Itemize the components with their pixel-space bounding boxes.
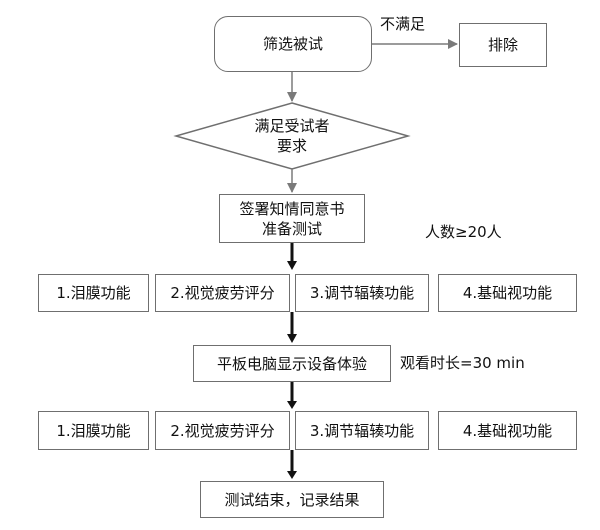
consent-line-2: 准备测试 — [261, 219, 322, 238]
decision-line-1: 满足受试者 — [254, 117, 330, 135]
test-label-before-4: 4.基础视功能 — [462, 284, 553, 302]
test-box-before-3: 3.调节辐辏功能 — [295, 274, 429, 312]
thick-connector-3 — [290, 382, 294, 402]
thick-arrowhead-3 — [287, 401, 297, 409]
decision-line-2: 要求 — [276, 137, 307, 155]
decision-text: 满足受试者 要求 — [222, 116, 362, 156]
consent-line-1: 签署知情同意书 — [239, 199, 345, 218]
thick-connector-1 — [290, 243, 294, 261]
end-label: 测试结束，记录结果 — [224, 490, 360, 509]
start-box: 筛选被试 — [214, 16, 372, 72]
thick-arrowhead-1 — [287, 261, 297, 270]
experience-label: 平板电脑显示设备体验 — [216, 354, 367, 373]
exclude-label: 排除 — [487, 36, 518, 54]
test-label-after-1: 1.泪膜功能 — [56, 421, 131, 440]
thick-arrowhead-4 — [287, 471, 297, 479]
test-label-after-2: 2.视觉疲劳评分 — [170, 421, 275, 440]
exclude-condition-label: 不满足 — [380, 15, 426, 33]
start-label: 筛选被试 — [262, 35, 323, 53]
test-box-after-3: 3.调节辐辏功能 — [295, 411, 429, 450]
participant-count-note: 人数≥20人 — [425, 223, 502, 241]
thick-arrowhead-2 — [287, 334, 297, 343]
thick-connector-2 — [290, 312, 294, 334]
test-label-before-3: 3.调节辐辏功能 — [309, 284, 415, 302]
test-box-after-2: 2.视觉疲劳评分 — [155, 411, 290, 450]
exclude-box: 排除 — [459, 23, 547, 67]
consent-box: 签署知情同意书 准备测试 — [219, 194, 365, 243]
test-label-after-4: 4.基础视功能 — [462, 421, 553, 440]
test-label-before-1: 1.泪膜功能 — [56, 284, 131, 302]
test-box-before-4: 4.基础视功能 — [438, 274, 577, 312]
experience-box: 平板电脑显示设备体验 — [193, 345, 391, 382]
test-box-before-2: 2.视觉疲劳评分 — [155, 274, 290, 312]
test-box-before-1: 1.泪膜功能 — [38, 274, 149, 312]
test-box-after-4: 4.基础视功能 — [438, 411, 577, 450]
test-box-after-1: 1.泪膜功能 — [38, 411, 149, 450]
end-box: 测试结束，记录结果 — [200, 481, 384, 518]
duration-note: 观看时长=30 min — [400, 354, 525, 372]
test-label-before-2: 2.视觉疲劳评分 — [170, 284, 275, 302]
thick-connector-4 — [290, 450, 294, 471]
test-label-after-3: 3.调节辐辏功能 — [309, 421, 415, 440]
